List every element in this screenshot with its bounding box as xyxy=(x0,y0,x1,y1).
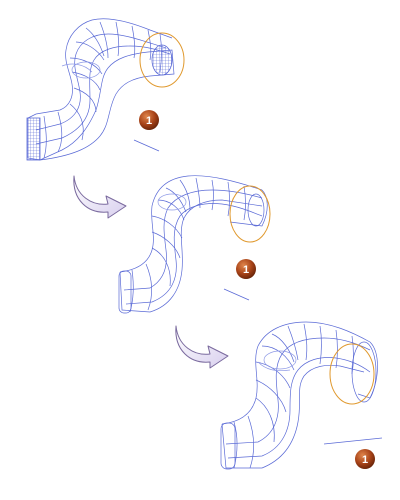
profile-circle-3 xyxy=(329,343,375,405)
badge-label-1: 1 xyxy=(146,115,152,127)
pipe-step-3: 1 xyxy=(220,321,383,470)
profile-circle-1 xyxy=(139,32,185,88)
pipe-wireframe-2 xyxy=(118,175,268,314)
callout-badge-1: 1 xyxy=(139,110,159,130)
badge-label-3: 1 xyxy=(362,454,368,466)
pipe-wireframe-3 xyxy=(220,321,378,470)
pipe-step-1: 1 xyxy=(26,18,185,161)
callout-badge-2: 1 xyxy=(236,259,256,279)
mesh-face-1a xyxy=(26,117,41,161)
leader-line-2 xyxy=(223,288,250,301)
leader-line-1 xyxy=(133,139,160,152)
leader-line-3 xyxy=(323,437,383,445)
mesh-face-1b xyxy=(151,44,173,76)
callout-badge-3: 1 xyxy=(355,449,375,469)
pipe-wireframe-1 xyxy=(27,18,175,161)
badge-label-2: 1 xyxy=(243,264,249,276)
curved-arrow-icon xyxy=(73,175,127,219)
profile-circle-2 xyxy=(229,185,271,243)
pipe-step-2: 1 xyxy=(118,175,271,314)
curved-arrow-icon xyxy=(175,325,229,369)
